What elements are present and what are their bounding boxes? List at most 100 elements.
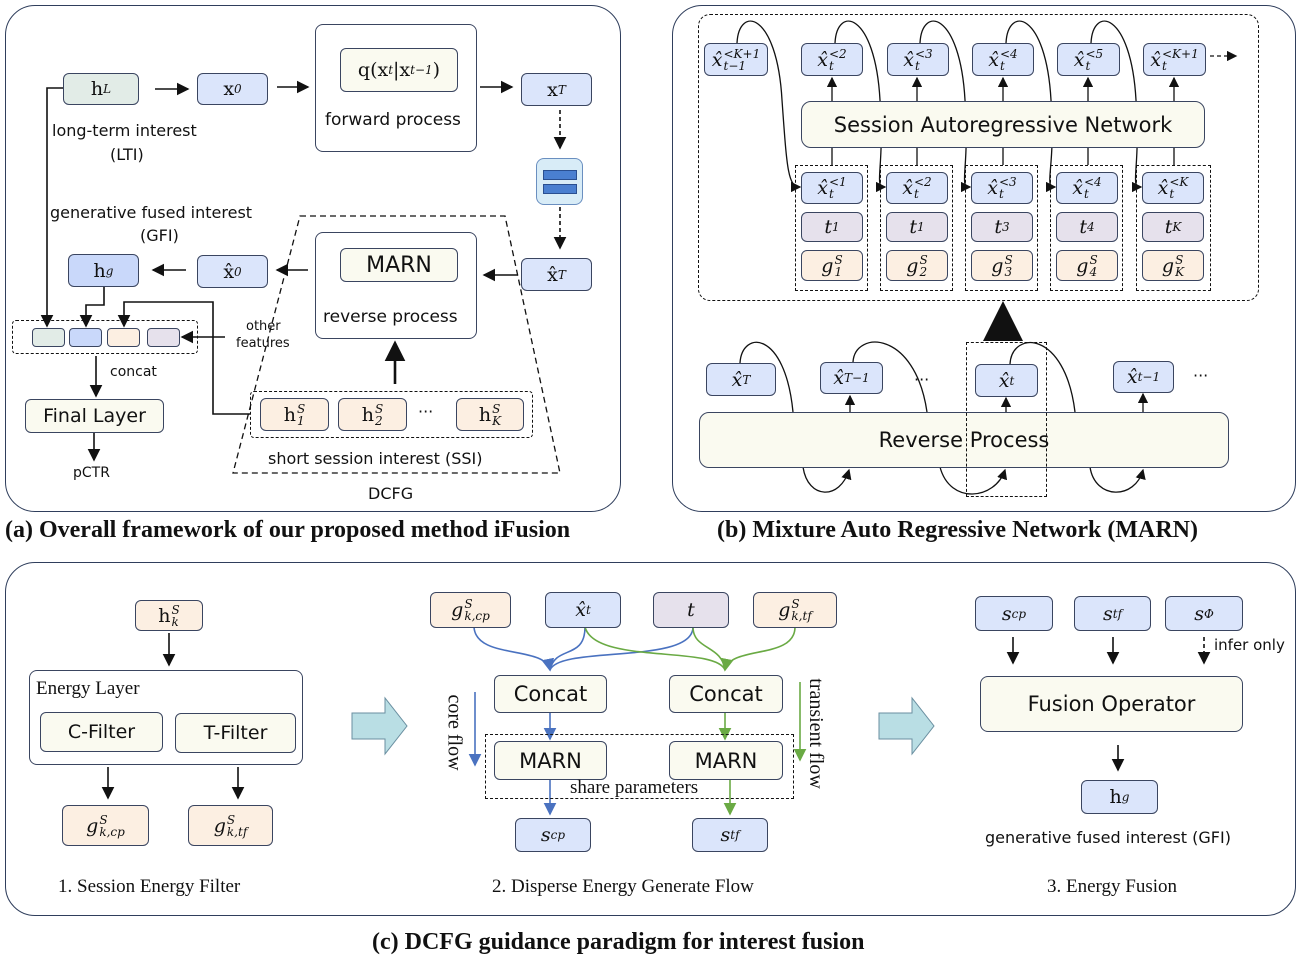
label-sup: S — [375, 401, 384, 416]
t-filter-box: T-Filter — [175, 713, 296, 753]
label: x̂ — [903, 48, 914, 71]
label-sub: k — [171, 614, 179, 629]
marn-core-box: MARN — [494, 741, 607, 780]
panel-c — [5, 562, 1296, 916]
label-sup: S — [492, 401, 501, 416]
step2-title: 2. Disperse Energy Generate Flow — [492, 876, 754, 897]
ssi-group — [250, 391, 533, 438]
label: x̂ — [817, 177, 828, 199]
lti-label: long-term interest — [52, 121, 197, 140]
label-sup: <K+1 — [723, 46, 761, 61]
label-sub: t — [829, 58, 834, 73]
ellipsis-1: ··· — [914, 370, 930, 389]
label-sup: <2 — [829, 46, 847, 61]
concat-core-box: Concat — [494, 675, 607, 713]
marn-transient-box: MARN — [669, 741, 783, 780]
current-step-highlight — [966, 342, 1047, 497]
label: x̂ — [817, 48, 828, 71]
energy-layer-label: Energy Layer — [36, 678, 140, 699]
label: x̂ — [1126, 366, 1138, 388]
label-sub: cp — [550, 828, 566, 842]
label: t — [1164, 216, 1173, 238]
label: g — [906, 254, 919, 277]
transient-flow-label: transient flow — [804, 678, 827, 789]
feature-lti — [32, 328, 65, 347]
label: s — [1194, 602, 1204, 625]
label: q(x — [357, 59, 389, 81]
panel-b — [672, 5, 1296, 512]
label-sup: S — [99, 812, 108, 827]
label: ) — [432, 59, 441, 81]
label-sub: 2 — [375, 413, 383, 428]
label-sub: t — [1000, 58, 1005, 73]
label: s — [540, 824, 551, 846]
xhat-T-box: x̂T — [706, 363, 776, 396]
label-sub: T — [742, 372, 751, 387]
label-sub: 0 — [234, 264, 242, 279]
label-sup: <2 — [914, 175, 932, 189]
label: x̂ — [902, 177, 913, 199]
xhat-t-1-box: x̂t−1 — [1113, 361, 1174, 393]
xhat-T-1-box: x̂T−1 — [820, 362, 883, 394]
label: x̂ — [998, 369, 1010, 392]
label: g — [86, 814, 99, 837]
label-sub: k,cp — [99, 824, 125, 839]
session-autoregressive-network: Session Autoregressive Network — [801, 101, 1205, 148]
label: h — [90, 78, 104, 100]
label-sup: S — [834, 252, 843, 267]
label-sup: <4 — [1084, 175, 1102, 189]
share-parameters-group — [485, 734, 794, 799]
label-sup: <5 — [1085, 46, 1104, 61]
infer-only-label: infer only — [1214, 636, 1285, 654]
label-sup: <K+1 — [1162, 46, 1199, 61]
label-sub: T — [557, 267, 566, 282]
noise-icon — [536, 158, 583, 205]
label-sub: t — [1085, 58, 1091, 73]
label-sup: <3 — [915, 46, 933, 61]
label-sub: cp — [1011, 606, 1027, 621]
input-group — [795, 165, 868, 291]
label-sup: g — [105, 263, 114, 278]
fusion-operator-box: Fusion Operator — [980, 676, 1243, 732]
noise-bar — [542, 183, 577, 194]
label: x̂ — [547, 263, 558, 286]
core-flow-label: core flow — [443, 694, 466, 771]
label-sup: S — [1004, 252, 1013, 267]
final-layer-box: Final Layer — [25, 399, 164, 433]
other-features-label-2: features — [236, 336, 290, 351]
forward-process-label: forward process — [325, 110, 461, 130]
label-sup: S — [1175, 252, 1184, 267]
label: t — [1079, 216, 1087, 238]
ssi-label: short session interest (SSI) — [268, 449, 483, 468]
label: |x — [393, 59, 411, 81]
label: x̂ — [833, 367, 844, 389]
xhatT-box: x̂T — [521, 258, 592, 291]
label: x̂ — [575, 599, 586, 621]
label-sub: 4 — [1089, 264, 1098, 279]
label-sub: t — [1162, 58, 1167, 73]
feature-gfi — [69, 328, 102, 347]
share-parameters-label: share parameters — [570, 777, 699, 798]
label-sup: S — [464, 597, 473, 611]
label: h — [158, 604, 171, 627]
caption-b: (b) Mixture Auto Regressive Network (MAR… — [717, 517, 1199, 543]
